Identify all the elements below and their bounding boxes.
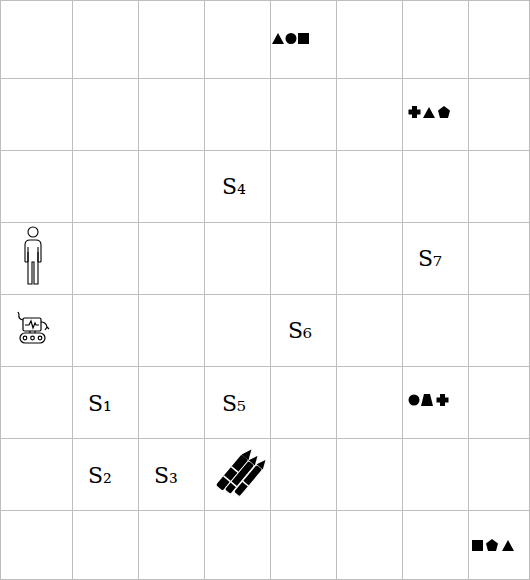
shape-set <box>409 106 451 118</box>
grid-label: S₁ <box>88 393 112 415</box>
grid-label: S₂ <box>88 465 112 487</box>
robot-icon <box>18 312 49 343</box>
grid-label: S₄ <box>222 176 246 198</box>
grid-label: S₇ <box>418 248 442 270</box>
grid-label: S₃ <box>154 465 178 487</box>
shape-set <box>272 33 309 44</box>
shape-set <box>409 394 449 406</box>
shape-set <box>472 539 514 551</box>
grid-label: S₅ <box>222 393 246 415</box>
person-icon <box>25 227 41 284</box>
grid-label: S₆ <box>288 320 312 342</box>
pens-icon <box>216 447 269 497</box>
